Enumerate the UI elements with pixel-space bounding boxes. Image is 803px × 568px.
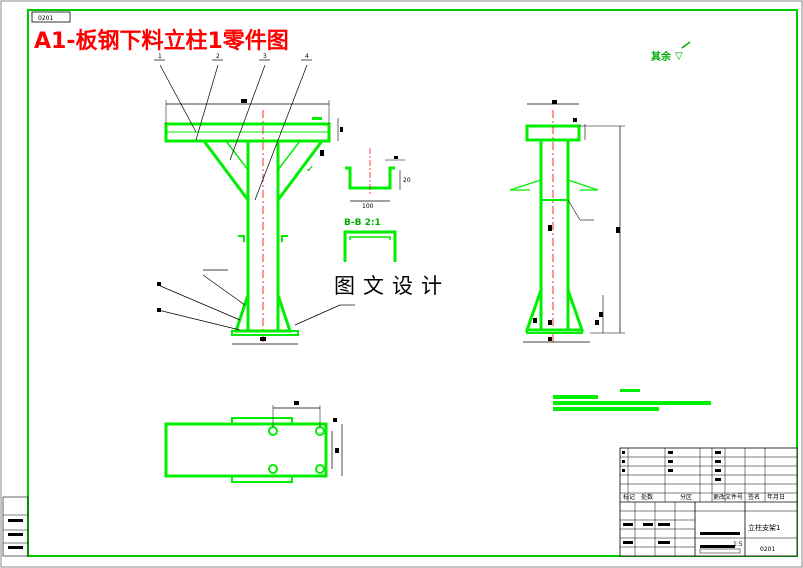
front-view: ✓ bbox=[154, 59, 355, 345]
leader-number-1: 1 bbox=[158, 53, 162, 60]
roughness-note: 其余 ▽ bbox=[651, 41, 691, 63]
channel-detail: 100 20 bbox=[345, 148, 411, 210]
plan-view bbox=[164, 401, 343, 483]
code-box-top: 0201 bbox=[31, 11, 71, 23]
part-name: 立柱支架1 bbox=[748, 523, 780, 532]
dim-100: 100 bbox=[362, 203, 374, 210]
title-block: 标记 处数 分区 更改文件号 签名 年月日 立柱支架1 0201 1:5 bbox=[619, 447, 798, 557]
code-top-text: 0201 bbox=[38, 15, 53, 22]
drawing-title: A1-板钢下料立柱1零件图 bbox=[34, 28, 289, 54]
svg-text:分区: 分区 bbox=[680, 493, 692, 501]
svg-text:处数: 处数 bbox=[641, 493, 653, 501]
leader-number-2: 2 bbox=[216, 53, 220, 60]
scale-text: 1:5 bbox=[733, 541, 743, 548]
tech-requirements bbox=[553, 389, 711, 411]
watermark-text: 图文设计 bbox=[334, 274, 450, 298]
section-bb: B-B 2:1 bbox=[343, 218, 397, 262]
drawing-frame bbox=[27, 9, 798, 557]
svg-text:更改文件号: 更改文件号 bbox=[713, 493, 743, 501]
svg-text:标记: 标记 bbox=[623, 493, 635, 501]
leader-number-3: 3 bbox=[263, 53, 267, 60]
code-bottom: 0201 bbox=[760, 546, 775, 553]
dim-20: 20 bbox=[403, 177, 411, 184]
svg-text:签名: 签名 bbox=[748, 493, 760, 501]
side-view bbox=[509, 100, 625, 345]
leader-number-4: 4 bbox=[305, 53, 309, 60]
roughness-note-text: 其余 bbox=[651, 50, 672, 63]
svg-text:✓: ✓ bbox=[306, 164, 314, 175]
svg-text:年月日: 年月日 bbox=[767, 493, 785, 501]
roughness-symbol-icon: ▽ bbox=[675, 51, 683, 62]
section-label: B-B 2:1 bbox=[344, 218, 381, 228]
left-stamp bbox=[2, 496, 29, 557]
